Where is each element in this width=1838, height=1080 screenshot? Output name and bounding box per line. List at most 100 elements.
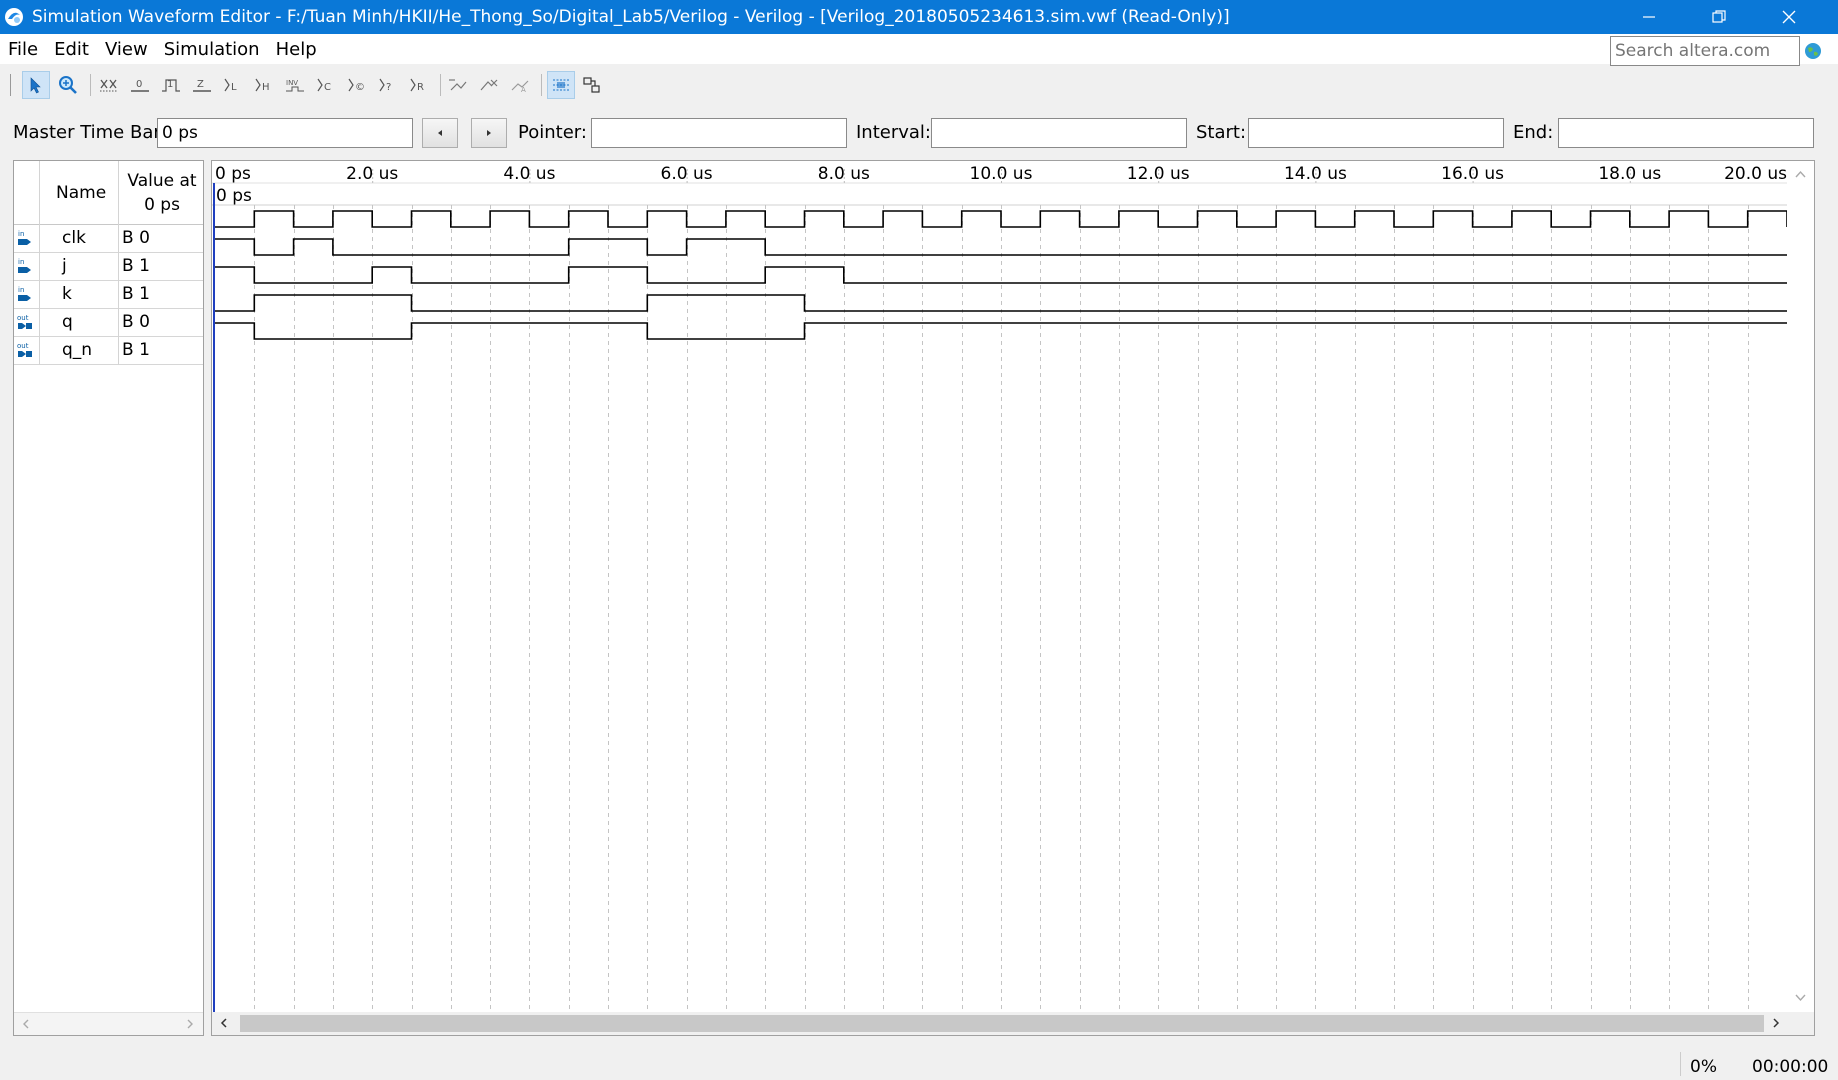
random-value-button[interactable]: R [405,71,433,99]
snap-to-grid-button[interactable] [444,71,472,99]
search-input[interactable] [1610,36,1800,66]
forcing-high-icon: 1 [162,79,180,92]
globe-icon[interactable] [1804,42,1822,60]
invert-button[interactable]: INV [281,71,309,99]
zoom-icon [59,76,77,94]
value-header-line2: 0 ps [144,195,180,215]
waveform-j[interactable] [215,238,1787,256]
count-value-icon: C [317,78,331,93]
column-divider [118,253,119,281]
svg-text:out: out [17,314,29,322]
scroll-right-icon[interactable] [184,1018,196,1030]
waveform-clk[interactable] [215,210,1787,228]
menu-edit[interactable]: Edit [54,38,89,60]
toolbar: 0 1 Z L H INV C © ? R [0,68,1838,102]
signal-row-clk[interactable]: in clk B 0 [14,225,203,253]
weak-high-button[interactable]: H [250,71,278,99]
previous-transition-button[interactable] [422,118,458,148]
svg-text:?: ? [386,82,391,93]
menu-simulation[interactable]: Simulation [163,38,260,60]
signal-value: B 0 [122,228,150,248]
weak-low-button[interactable]: L [219,71,247,99]
waveform-vertical-scrollbar[interactable] [1787,161,1814,1012]
signal-name: q [62,312,73,332]
arbitrary-value-button[interactable]: ? [374,71,402,99]
menu-help[interactable]: Help [275,38,317,60]
minimize-button[interactable] [1614,0,1684,34]
random-value-icon: R [410,78,424,93]
menu-bar: File Edit View Simulation Help [0,34,1838,64]
input-pin-icon: in [18,230,31,245]
arrow-right-icon [487,130,491,136]
svg-text:in: in [18,286,24,294]
signal-row-j[interactable]: in j B 1 [14,253,203,281]
signal-value: B 1 [122,340,150,360]
column-divider [39,225,40,253]
signal-name: j [62,256,67,276]
input-pin-icon: in [18,286,31,301]
weak-low-icon: L [224,78,237,93]
next-transition-button[interactable] [471,118,507,148]
svg-text:R: R [417,82,424,93]
svg-text:1: 1 [167,79,173,90]
svg-text:A: A [521,86,526,94]
forcing-unknown-button[interactable] [95,71,123,99]
pointer-field[interactable] [591,118,847,148]
signal-list-horizontal-scrollbar[interactable] [14,1012,203,1035]
status-divider [1680,1052,1681,1076]
column-divider [118,281,119,309]
count-value-button[interactable]: C [312,71,340,99]
column-divider [39,161,40,225]
group-button[interactable] [578,71,606,99]
interval-field[interactable] [931,118,1187,148]
close-button[interactable] [1754,0,1824,34]
column-divider [118,225,119,253]
horizontal-scroll-thumb[interactable] [240,1015,1764,1032]
status-progress: 0% [1690,1057,1717,1077]
svg-text:H: H [262,82,270,93]
forcing-low-icon: 0 [131,79,149,92]
clock-value-button[interactable]: © [343,71,371,99]
time-bar-row: Master Time Bar: Pointer: Interval: Star… [0,112,1838,152]
signal-row-q_n[interactable]: out q_n B 1 [14,337,203,365]
restore-button[interactable] [1684,0,1754,34]
forcing-high-button[interactable]: 1 [157,71,185,99]
signal-row-k[interactable]: in k B 1 [14,281,203,309]
svg-text:in: in [18,230,24,238]
waveform-k[interactable] [215,266,1787,284]
scroll-right-icon[interactable] [1770,1017,1782,1029]
signal-row-q[interactable]: out q B 0 [14,309,203,337]
master-time-bar-field[interactable] [157,118,413,148]
selection-tool-button[interactable] [22,71,50,99]
name-column-header[interactable]: Name [56,183,107,203]
menu-file[interactable]: File [8,38,39,60]
forcing-low-button[interactable]: 0 [126,71,154,99]
scroll-left-icon[interactable] [20,1018,32,1030]
waveform-q_n[interactable] [215,322,1787,340]
column-divider [39,281,40,309]
column-divider [118,337,119,365]
scroll-down-icon[interactable] [1794,991,1807,1003]
grid-icon [553,79,569,91]
arbitrary-value-icon: ? [379,78,391,93]
weak-high-icon: H [255,78,270,93]
arrow-left-icon [438,130,442,136]
high-impedance-button[interactable]: Z [188,71,216,99]
value-column-header[interactable]: Value at 0 ps [124,169,200,217]
zoom-tool-button[interactable] [54,71,82,99]
signal-value: B 0 [122,312,150,332]
waveform-q[interactable] [215,294,1787,312]
edit-wave-button[interactable]: A [506,71,534,99]
menu-view[interactable]: View [104,38,148,60]
waveform-horizontal-scrollbar[interactable] [212,1012,1814,1035]
grid-button[interactable] [547,71,575,99]
signal-list-header: Name Value at 0 ps [14,161,203,225]
scroll-left-icon[interactable] [218,1017,230,1029]
scroll-up-icon[interactable] [1794,169,1807,181]
end-field[interactable] [1558,118,1814,148]
start-field[interactable] [1248,118,1504,148]
sort-button[interactable] [475,71,503,99]
status-bar: 0% 00:00:00 [0,1048,1838,1080]
